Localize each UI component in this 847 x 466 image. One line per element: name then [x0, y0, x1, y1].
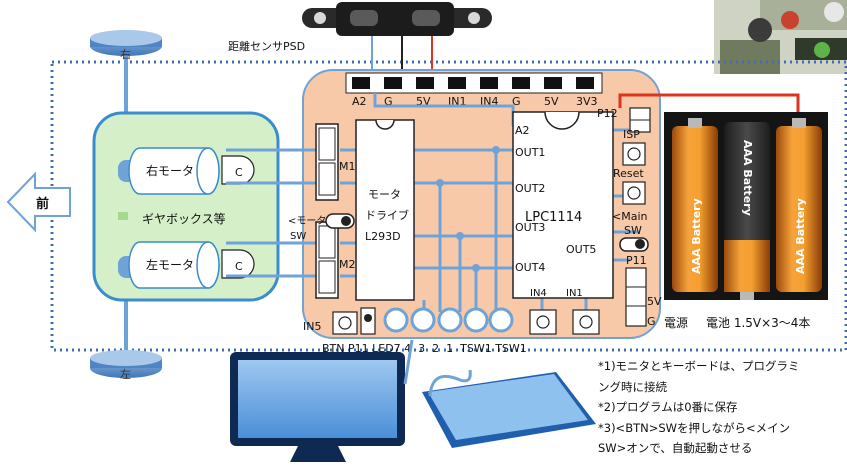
main-switch[interactable]: [620, 238, 648, 251]
main-switch-line-2: SW: [624, 224, 642, 237]
mcu-out4-label: OUT4: [515, 261, 545, 274]
gearbox-label: ギヤボックス等: [142, 212, 226, 226]
mcu-out2-label: OUT2: [515, 182, 545, 195]
mcu-out1-label: OUT1: [515, 146, 545, 159]
battery-label-3: AAA Battery: [794, 198, 807, 274]
keyboard-icon: [422, 370, 596, 448]
sensor-label: 距離センサPSD: [228, 39, 305, 53]
header-pin-label: 3V3: [576, 95, 598, 108]
cap-left-label: C: [235, 260, 243, 273]
m1-connector: [316, 124, 338, 200]
led: [490, 309, 512, 331]
header-pin: [384, 77, 402, 89]
pwr-g-label: G: [647, 315, 656, 328]
m2-connector: [316, 222, 338, 298]
header-pin-label: A2: [352, 95, 367, 108]
in5-label: IN5: [303, 320, 321, 333]
header-pin: [480, 77, 498, 89]
note-line-1: *1)モニタとキーボードは、プログラミ: [598, 356, 844, 377]
battery-label-2: AAA Battery: [741, 140, 754, 216]
header-pin-label: 5V: [544, 95, 559, 108]
p11-jumper: [361, 308, 375, 334]
sensor-wires: [372, 36, 432, 72]
motor-switch[interactable]: [326, 214, 354, 228]
note-line-5: SW>オンで、自動起動させる: [598, 438, 844, 459]
header-pin: [544, 77, 562, 89]
battery-spec-label: 電池 1.5V×3～4本: [706, 316, 810, 330]
motor-switch-label-l2: SW: [290, 231, 306, 242]
motor-left-label: 左モータ: [146, 257, 194, 272]
m2-label: M2: [339, 258, 356, 271]
power-label: 電源: [664, 316, 688, 330]
p12-label: P12: [597, 107, 618, 120]
reset-label: Reset: [613, 167, 644, 180]
led: [439, 309, 461, 331]
driver-line-2: ドライブ: [365, 208, 409, 222]
cap-right-label: C: [235, 166, 243, 179]
note-line-2: ング時に接続: [598, 377, 844, 398]
led-row: [385, 309, 512, 331]
mcu-in4-label: IN4: [530, 288, 547, 299]
distance-sensor: [302, 2, 492, 36]
isp-button[interactable]: [623, 143, 645, 165]
wheel-right-label: 右: [120, 47, 131, 61]
gearbox-marker: [118, 212, 128, 220]
mcu-in1-label: IN1: [566, 288, 583, 299]
monitor-icon: [230, 340, 412, 462]
note-line-3: *2)プログラムは0番に保存: [598, 397, 844, 418]
p11-label: P11: [626, 254, 647, 267]
reset-button[interactable]: [623, 182, 645, 204]
wheel-left-label: 左: [120, 368, 131, 381]
header-pin: [448, 77, 466, 89]
note-line-4: *3)<BTN>SWを押しながら<メイン: [598, 418, 844, 439]
motor-switch-label-l1: <モータ: [288, 215, 326, 227]
motor-right-label: 右モータ: [146, 163, 194, 178]
m1-label: M1: [339, 160, 356, 173]
header-pin: [416, 77, 434, 89]
mcu-out3-label: OUT3: [515, 221, 545, 234]
driver-line-1: モータ: [368, 188, 401, 201]
btn-button[interactable]: [333, 312, 357, 334]
led: [385, 309, 407, 331]
header-pin: [352, 77, 370, 89]
tsw1-button-b[interactable]: [573, 310, 599, 334]
led: [412, 309, 434, 331]
tsw1-button-a[interactable]: [530, 310, 556, 334]
mcu-a2-label: A2: [515, 124, 530, 137]
power-connector: [626, 268, 646, 326]
mcu-out5-label: OUT5: [566, 243, 596, 256]
notes-block: *1)モニタとキーボードは、プログラミ ング時に接続 *2)プログラムは0番に保…: [598, 356, 844, 459]
header-pin: [576, 77, 594, 89]
driver-line-3: L293D: [365, 230, 401, 243]
header-pin: [512, 77, 530, 89]
forward-label: 前: [36, 196, 49, 212]
main-switch-line-1: <Main: [612, 210, 648, 223]
pwr-5v-label: 5V: [647, 295, 662, 308]
isp-label: ISP: [623, 128, 640, 141]
led: [465, 309, 487, 331]
battery-label-1: AAA Battery: [690, 198, 703, 274]
